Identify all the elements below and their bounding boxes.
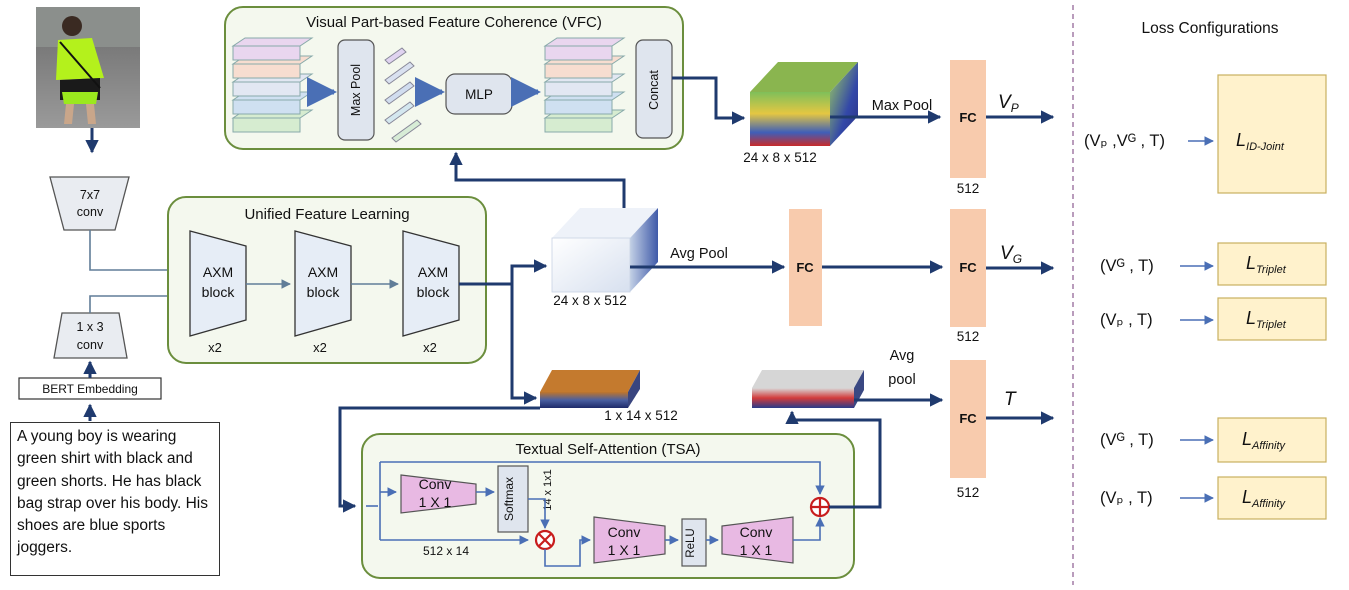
loss-row1-name: LID-Joint: [1236, 130, 1285, 153]
tsa-conv3-l1: Conv: [740, 524, 773, 540]
fc-vp-label: FC: [959, 110, 977, 125]
axm-block-2: AXM block x2: [294, 230, 352, 355]
person-image: [36, 7, 140, 128]
caption-text: A young boy is wearing green shirt with …: [17, 428, 208, 557]
axm3-rep: x2: [423, 340, 437, 355]
loss-title: Loss Configurations: [1142, 20, 1279, 37]
tsa-title: Textual Self-Attention (TSA): [515, 441, 700, 458]
loss-row-4: (Vᴳ , T) LAffinity: [1100, 417, 1327, 463]
loss-row4-inputs: (Vᴳ , T): [1100, 431, 1154, 449]
loss-row-3: (Vₚ , T) LTriplet: [1100, 297, 1327, 341]
axm2-rep: x2: [313, 340, 327, 355]
axm-block-3: AXM block x2: [402, 230, 460, 355]
loss-row-5: (Vₚ , T) LAffinity: [1100, 476, 1327, 520]
axm3-l2: block: [417, 284, 451, 300]
fc-t-label: FC: [959, 411, 977, 426]
tsa-conv2-l1: Conv: [608, 524, 641, 540]
conv-1x3: 1 x 3 conv: [53, 312, 128, 359]
axm1-l1: AXM: [203, 264, 233, 280]
maxpool-label: Max Pool: [872, 98, 932, 114]
tsa-conv2-l2: 1 X 1: [608, 542, 641, 558]
fc-vp-dim: 512: [957, 181, 980, 196]
tensor-top-dims: 24 x 8 x 512: [743, 150, 817, 165]
loss-row5-name: LAffinity: [1242, 487, 1287, 510]
loss-row5-inputs: (Vₚ , T): [1100, 489, 1153, 507]
tsa-softmax-box: [497, 465, 529, 533]
tsa-conv-3: Conv 1 X 1: [721, 516, 794, 564]
fc-mid-label: FC: [796, 260, 814, 275]
conv-7x7: 7x7 conv: [49, 176, 130, 231]
output-vp: VP: [998, 92, 1019, 115]
loss-row-1: (Vₚ ,Vᴳ , T) LID-Joint: [1084, 74, 1327, 194]
vfc-module: Visual Part-based Feature Coherence (VFC…: [224, 6, 684, 150]
tensor-text-dims: 1 x 14 x 512: [604, 408, 678, 423]
tsa-module: Textual Self-Attention (TSA) Conv 1 X 1 …: [361, 433, 855, 579]
vfc-concat-label: Concat: [647, 70, 661, 110]
vfc-pooled-parts: [384, 47, 422, 143]
tensor-mid: [551, 208, 658, 293]
vfc-input-parts: [231, 37, 314, 133]
tsa-conv1-l2: 1 X 1: [419, 494, 452, 510]
tsa-relu-label: ReLU: [685, 528, 697, 557]
fc-mid: FC: [789, 209, 822, 326]
vfc-maxpool-label: Max Pool: [349, 64, 363, 116]
loss-row2-name: LTriplet: [1246, 253, 1287, 276]
loss-row1-inputs: (Vₚ ,Vᴳ , T): [1084, 132, 1165, 150]
ufl-module: Unified Feature Learning AXM block x2 AX…: [167, 196, 487, 364]
axm2-l1: AXM: [308, 264, 338, 280]
axm3-l1: AXM: [418, 264, 448, 280]
avgpool-label: Avg Pool: [670, 246, 728, 262]
bert-embedding-box: BERT Embedding: [18, 377, 162, 400]
vfc-concat-box: [635, 39, 673, 139]
tsa-conv1-l1: Conv: [419, 476, 452, 492]
avgpool2-l1: Avg: [890, 348, 915, 364]
fc-vg: FC 512: [950, 209, 986, 344]
multiply-icon: [534, 529, 556, 551]
loss-row-2: (Vᴳ , T) LTriplet: [1100, 242, 1327, 286]
loss-row3-name: LTriplet: [1246, 308, 1287, 331]
conv7-line1: 7x7: [80, 188, 100, 202]
tensor-mid-dims: 24 x 8 x 512: [553, 293, 627, 308]
tsa-conv-1: Conv 1 X 1: [400, 474, 477, 514]
tsa-conv3-l2: 1 X 1: [740, 542, 773, 558]
tsa-dim-b: 512 x 14: [423, 544, 469, 558]
loss-row3-inputs: (Vₚ , T): [1100, 311, 1153, 329]
axm1-l2: block: [202, 284, 236, 300]
fc-vp: FC 512: [950, 60, 986, 196]
vfc-mlp-label: MLP: [465, 87, 493, 102]
axm1-rep: x2: [208, 340, 222, 355]
fc-vg-dim: 512: [957, 329, 980, 344]
conv13-line2: conv: [77, 338, 104, 352]
output-t: T: [1004, 389, 1017, 410]
tensor-top: [750, 62, 858, 146]
tsa-conv-2: Conv 1 X 1: [593, 516, 666, 564]
tensor-text: [540, 370, 640, 408]
loss-row4-name: LAffinity: [1242, 429, 1287, 452]
conv7-line2: conv: [77, 205, 104, 219]
output-vg: VG: [1000, 243, 1022, 266]
caption-text-box: A young boy is wearing green shirt with …: [10, 422, 220, 576]
tensor-text-out: [752, 370, 864, 408]
add-icon: [809, 496, 831, 518]
fc-t: FC 512: [950, 360, 986, 500]
fc-t-dim: 512: [957, 485, 980, 500]
tsa-dim-a: 14 x 1x1: [542, 469, 554, 511]
vfc-title: Visual Part-based Feature Coherence (VFC…: [306, 14, 602, 31]
axm2-l2: block: [307, 284, 341, 300]
bert-label: BERT Embedding: [42, 382, 138, 396]
axm-block-1: AXM block x2: [189, 230, 247, 355]
fc-vg-label: FC: [959, 260, 977, 275]
tsa-relu-box: [681, 518, 707, 567]
avgpool2-l2: pool: [888, 372, 915, 388]
conv13-line1: 1 x 3: [76, 320, 103, 334]
ufl-title: Unified Feature Learning: [244, 206, 409, 223]
tsa-softmax-label: Softmax: [502, 477, 516, 521]
loss-row2-inputs: (Vᴳ , T): [1100, 257, 1154, 275]
vfc-maxpool-box: [337, 39, 375, 141]
vfc-output-parts: [543, 37, 626, 133]
